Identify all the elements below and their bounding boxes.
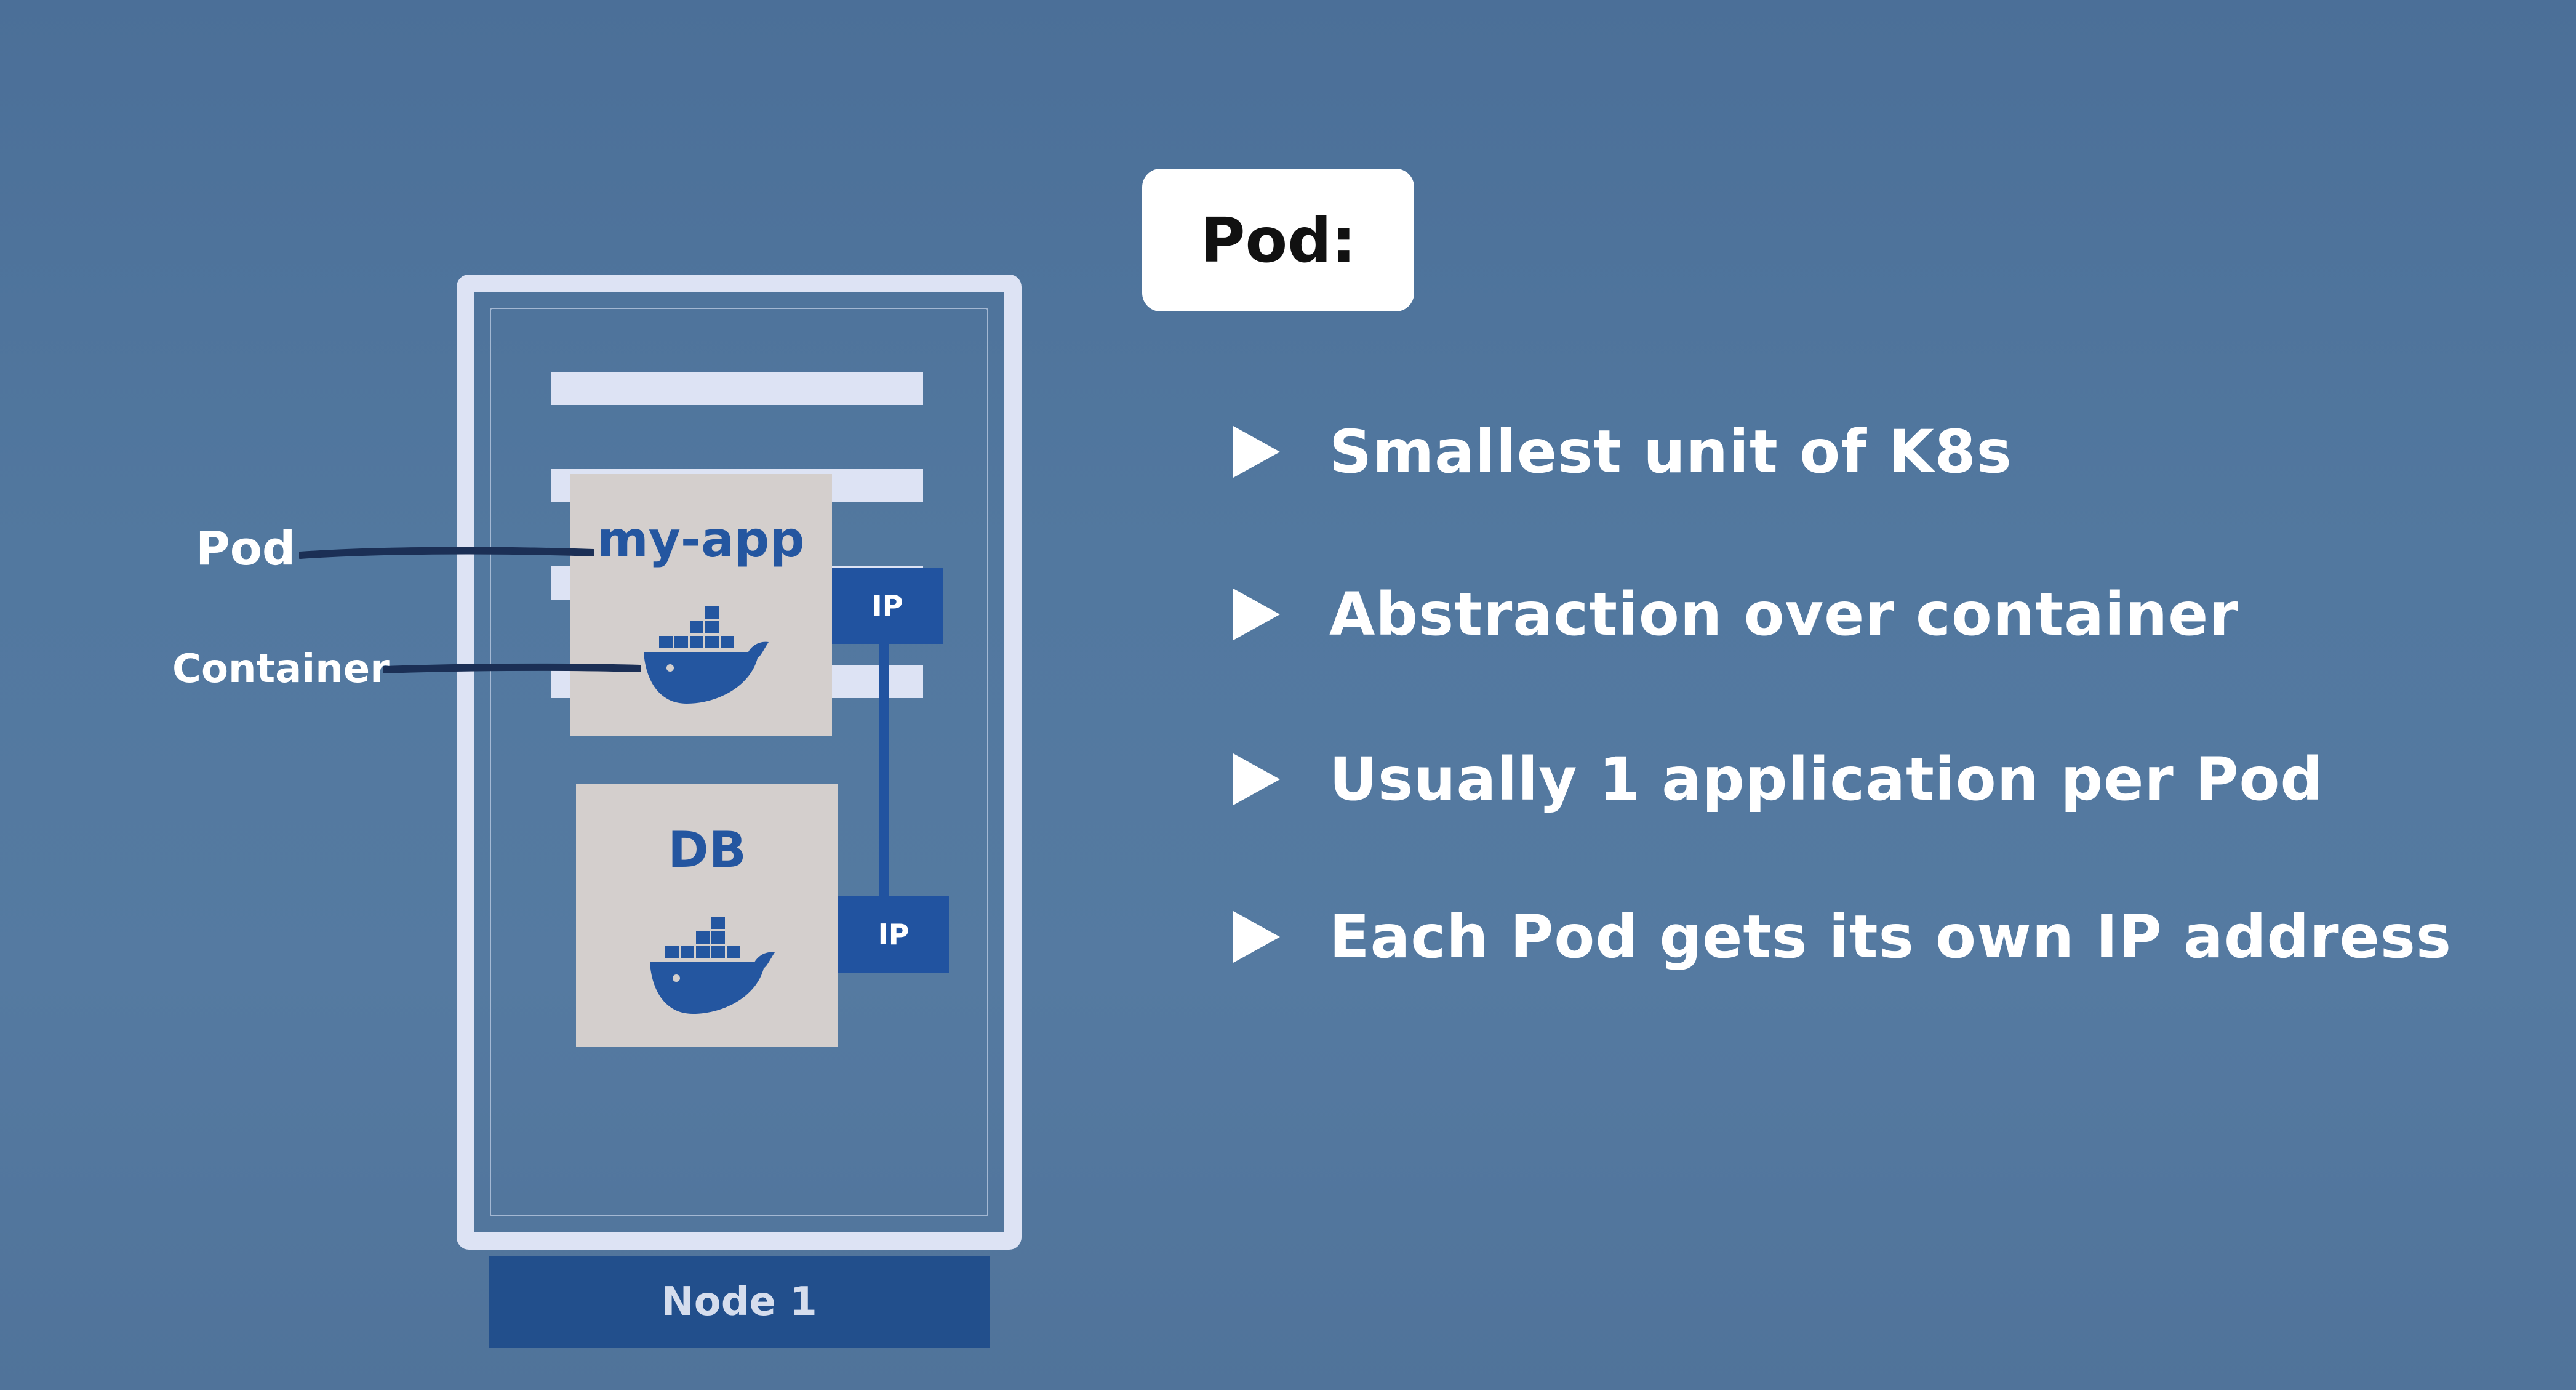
docker-whale-icon — [644, 606, 769, 704]
ip-link-line — [879, 640, 889, 905]
bullet-text: Each Pod gets its own IP address — [1329, 902, 2452, 971]
ip-badge-db: IP — [838, 896, 949, 973]
bullet-text: Smallest unit of K8s — [1329, 417, 2012, 486]
callout-container-line — [383, 663, 641, 673]
bullet-item: Usually 1 application per Pod — [1233, 736, 2323, 822]
bullet-item: Abstraction over container — [1233, 571, 2239, 657]
bullet-item: Each Pod gets its own IP address — [1233, 894, 2452, 980]
pod-db: DB — [576, 784, 838, 1047]
slide-title: Pod: — [1200, 204, 1356, 276]
triangle-bullet-icon — [1233, 426, 1280, 478]
node-bar — [551, 372, 923, 405]
bullet-text: Usually 1 application per Pod — [1329, 745, 2324, 814]
callout-container-label: Container — [172, 646, 390, 692]
bullet-item: Smallest unit of K8s — [1233, 409, 2012, 495]
slide-title-card: Pod: — [1142, 169, 1414, 311]
callout-pod-line — [299, 547, 594, 559]
triangle-bullet-icon — [1233, 911, 1280, 963]
triangle-bullet-icon — [1233, 753, 1280, 805]
ip-label: IP — [871, 589, 903, 622]
docker-whale-icon — [650, 917, 775, 1014]
node-frame — [457, 275, 1022, 1250]
node-label: Node 1 — [489, 1256, 990, 1348]
node-inner-border — [490, 308, 988, 1216]
pod-name: my-app — [597, 511, 805, 568]
node-label-text: Node 1 — [661, 1279, 817, 1325]
triangle-bullet-icon — [1233, 589, 1280, 640]
callout-pod-label: Pod — [196, 521, 296, 576]
pod-my-app: my-app — [570, 474, 832, 736]
pod-name: DB — [668, 821, 746, 878]
ip-badge-my-app: IP — [832, 568, 943, 644]
ip-label: IP — [878, 918, 910, 951]
bullet-text: Abstraction over container — [1329, 580, 2239, 649]
